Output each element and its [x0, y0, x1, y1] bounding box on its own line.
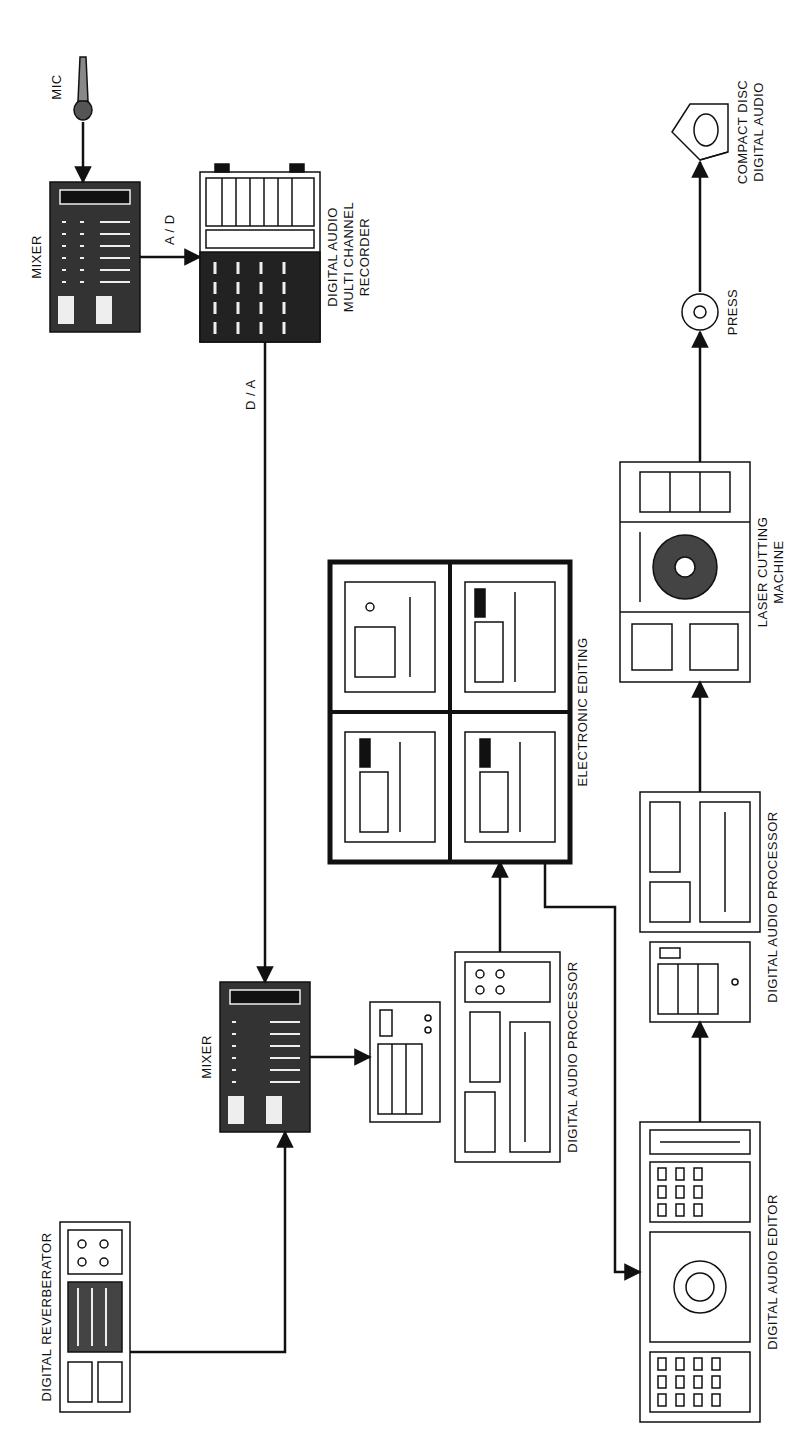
processor-illustration [640, 792, 760, 1022]
editing-box: ELECTRONIC EDITING [330, 562, 570, 862]
microphone-icon [74, 57, 92, 120]
equipment-label: PRESS [725, 287, 741, 338]
processor-box: DIGITAL AUDIO PROCESSOR [640, 792, 760, 1022]
recorder-box: DIGITAL AUDIO MULTI CHANNEL RECORDER [200, 172, 320, 342]
flow-arrow [699, 332, 702, 462]
flow-arrow [82, 122, 85, 182]
flow-arrow [699, 682, 702, 792]
flow-arrow [310, 1056, 370, 1059]
equipment-label: DIGITAL AUDIO PROCESSOR [565, 959, 581, 1154]
flow-arrow [499, 862, 502, 952]
reverberator-box: DIGITAL REVERBERATOR [60, 1222, 130, 1412]
equipment-label: MIXER [29, 233, 45, 281]
press-disc-icon [682, 294, 718, 330]
editing-system-illustration [330, 562, 570, 862]
processor-illustration [370, 952, 560, 1162]
press-box: PRESS [680, 292, 720, 332]
flow-arrow [699, 162, 702, 292]
conversion-label: D / A [243, 377, 259, 412]
editor-illustration [640, 1122, 760, 1422]
mixer-box: MIXER [220, 982, 310, 1132]
recorder-illustration [200, 164, 320, 342]
equipment-label: ELECTRONIC EDITING [575, 635, 591, 788]
flow-arrow [264, 342, 267, 982]
equipment-label: MIC [49, 72, 65, 101]
flow-arrow [699, 1022, 702, 1122]
laser-cutter-illustration [620, 462, 750, 682]
mic-label-box: MIC [70, 52, 96, 122]
equipment-label: MIXER [199, 1033, 215, 1081]
mixer-illustration [220, 982, 310, 1132]
equipment-label: DIGITAL AUDIO PROCESSOR [765, 809, 781, 1004]
reverberator-illustration [60, 1222, 130, 1412]
flow-arrow [545, 862, 640, 1272]
laser-cutter-box: LASER CUTTING MACHINE [620, 462, 750, 682]
equipment-label: COMPACT DISC DIGITAL AUDIO [735, 74, 767, 190]
flow-arrow [140, 256, 200, 259]
mixer-illustration [50, 182, 140, 332]
compact-disc-box: COMPACT DISC DIGITAL AUDIO [670, 102, 730, 162]
mixer-box: MIXER [50, 182, 140, 332]
editor-box: DIGITAL AUDIO EDITOR [640, 1122, 760, 1422]
equipment-label: DIGITAL AUDIO MULTI CHANNEL RECORDER [325, 193, 373, 321]
compact-disc-icon [672, 104, 728, 160]
processor-box: DIGITAL AUDIO PROCESSOR [370, 952, 560, 1162]
equipment-label: LASER CUTTING MACHINE [755, 508, 787, 636]
flow-arrow [130, 1132, 285, 1352]
equipment-label: DIGITAL REVERBERATOR [39, 1230, 55, 1403]
conversion-label: A / D [162, 212, 178, 247]
equipment-label: DIGITAL AUDIO EDITOR [765, 1192, 781, 1352]
